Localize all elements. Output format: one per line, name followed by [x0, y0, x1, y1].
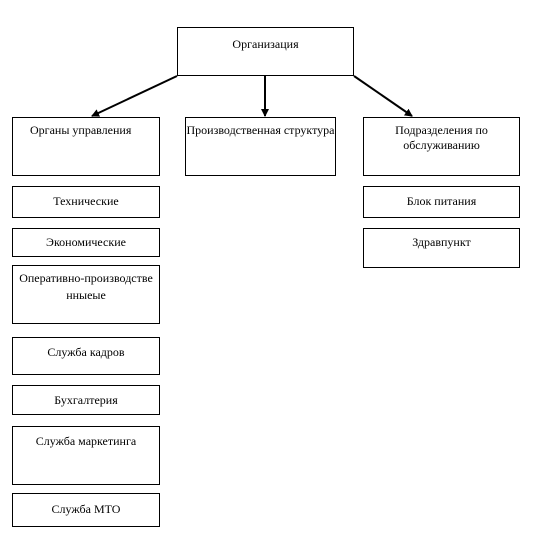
management-child-technical: Технические [12, 186, 160, 218]
production-box: Производственная структура [185, 117, 336, 176]
service-box: Подразделения по обслуживанию [363, 117, 520, 176]
org-root-box: Организация [177, 27, 354, 76]
service-child-food: Блок питания [363, 186, 520, 218]
management-child-operational: Оперативно-производственныеые [12, 265, 160, 324]
org-root-label: Организация [232, 37, 299, 51]
management-child-accounting: Бухгалтерия [12, 385, 160, 415]
management-child-marketing: Служба маркетинга [12, 426, 160, 485]
arrow-to-management [91, 75, 178, 117]
management-label: Органы управления [30, 123, 132, 137]
management-child-mto: Служба МТО [12, 493, 160, 527]
arrow-to-service [353, 75, 413, 117]
production-label: Производственная структура [186, 123, 335, 137]
management-child-hr: Служба кадров [12, 337, 160, 375]
management-child-economic: Экономические [12, 228, 160, 257]
management-box: Органы управления [12, 117, 160, 176]
service-child-medical: Здравпункт [363, 228, 520, 268]
service-label: Подразделения по обслуживанию [395, 123, 488, 152]
